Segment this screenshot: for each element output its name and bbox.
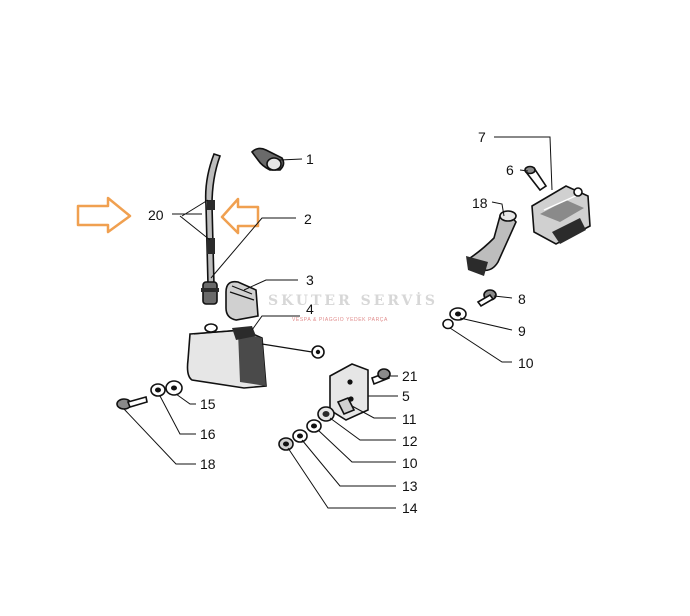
callout-15: 15 xyxy=(200,396,216,412)
callout-7: 7 xyxy=(478,129,486,145)
callout-8: 8 xyxy=(518,291,526,307)
arrow-left-icon xyxy=(220,197,260,235)
callout-20: 20 xyxy=(148,207,164,223)
callout-14: 14 xyxy=(402,500,418,516)
callout-1: 1 xyxy=(306,151,314,167)
callout-18-left: 18 xyxy=(200,456,216,472)
part-9-washer xyxy=(449,307,467,321)
callout-5: 5 xyxy=(402,388,410,404)
part-16-washer xyxy=(150,383,166,397)
callout-2: 2 xyxy=(304,211,312,227)
part-12-bushing xyxy=(317,406,335,422)
callout-labels: 1 2 3 4 20 7 6 18 8 9 10 21 5 11 12 10 1… xyxy=(148,129,534,516)
watermark-subtitle: VESPA & PIAGGIO YEDEK PARÇA xyxy=(292,317,388,323)
part-1-hose-clip xyxy=(250,147,285,171)
oil-tank xyxy=(186,323,325,389)
callout-11: 11 xyxy=(402,411,417,427)
callout-10-center: 10 xyxy=(402,455,418,471)
part-18-bolt-left xyxy=(116,395,148,410)
callout-12: 12 xyxy=(402,433,418,449)
leader-lines xyxy=(123,136,553,509)
arrow-right-icon xyxy=(76,196,132,234)
part-15-washer xyxy=(165,380,183,396)
part-2-oil-hose xyxy=(201,152,222,305)
callout-10-right: 10 xyxy=(518,355,534,371)
callout-4: 4 xyxy=(306,301,314,317)
part-21-bolt xyxy=(370,368,391,386)
part-6-screw xyxy=(524,165,548,192)
part-14-nut xyxy=(278,437,294,451)
callout-18-right: 18 xyxy=(472,195,488,211)
part-13-washer xyxy=(292,429,308,443)
callout-3: 3 xyxy=(306,272,314,288)
callout-21: 21 xyxy=(402,368,418,384)
part-3-rubber-boot xyxy=(225,280,259,321)
part-11-spacer xyxy=(336,396,356,416)
part-7-filter-housing xyxy=(531,185,591,245)
part-18-hose-right xyxy=(466,210,517,276)
part-10-ring-right xyxy=(442,318,454,330)
callout-9: 9 xyxy=(518,323,526,339)
callout-6: 6 xyxy=(506,162,514,178)
callout-13: 13 xyxy=(402,478,418,494)
part-10-washer-center xyxy=(306,419,322,433)
part-8-bolt-right xyxy=(476,289,497,308)
watermark: SKUTER SERVİS VESPA & PIAGGIO YEDEK PARÇ… xyxy=(268,290,438,323)
callout-16: 16 xyxy=(200,426,216,442)
watermark-title: SKUTER SERVİS xyxy=(268,290,438,309)
